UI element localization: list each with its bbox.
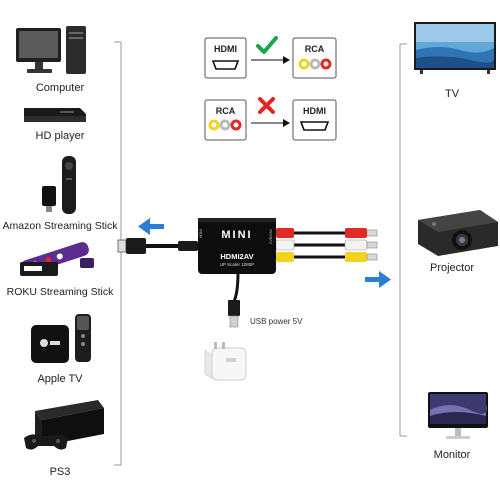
usb-power-label: USB power 5V — [250, 317, 303, 326]
device-input-label: HDMI — [199, 229, 203, 238]
compat-row-rca-to-hdmi — [204, 97, 337, 141]
output-label-projector: Projector — [429, 262, 475, 274]
left-bracket — [114, 41, 122, 466]
output-arrow-icon — [365, 271, 391, 288]
fire-tv-stick-icon — [42, 156, 76, 214]
device-output-label: CVBS/AV — [269, 229, 273, 244]
output-label-monitor: Monitor — [433, 449, 471, 461]
device-subtitle: UP Scaler 1080P — [219, 262, 255, 267]
source-label-amazon: Amazon Streaming Stick — [2, 220, 118, 232]
check-icon — [256, 36, 278, 54]
rca-cables — [275, 228, 378, 262]
device-brand: MINI — [221, 229, 253, 241]
compat-row2-from-label: RCA — [215, 106, 236, 116]
dvd-player-icon — [24, 108, 86, 122]
compat-row1-from-label: HDMI — [214, 44, 237, 54]
usb-cable — [228, 271, 240, 328]
source-label-roku: ROKU Streaming Stick — [6, 286, 114, 298]
compat-row2-to-label: HDMI — [303, 106, 326, 116]
source-label-apple-tv: Apple TV — [37, 373, 83, 385]
compat-row1-to-label: RCA — [304, 44, 325, 54]
monitor-icon — [428, 392, 488, 439]
tv-icon — [414, 22, 496, 74]
source-label-computer: Computer — [35, 82, 85, 94]
source-label-ps3: PS3 — [49, 466, 71, 478]
hdmi-cable — [117, 238, 198, 254]
roku-stick-icon — [20, 242, 94, 276]
cross-icon — [258, 97, 275, 114]
ps3-console-icon — [24, 400, 104, 450]
converter-box — [198, 218, 276, 274]
power-adapter-icon — [204, 342, 247, 381]
input-arrow-icon — [138, 218, 164, 235]
device-model: HDMI2AV — [220, 252, 254, 261]
projector-icon — [418, 210, 498, 256]
compat-row-hdmi-to-rca — [204, 36, 337, 79]
source-label-hd-player: HD player — [35, 130, 85, 142]
computer-icon — [16, 26, 86, 74]
right-bracket — [399, 43, 407, 437]
apple-tv-icon — [31, 314, 91, 363]
output-label-tv: TV — [444, 88, 460, 100]
